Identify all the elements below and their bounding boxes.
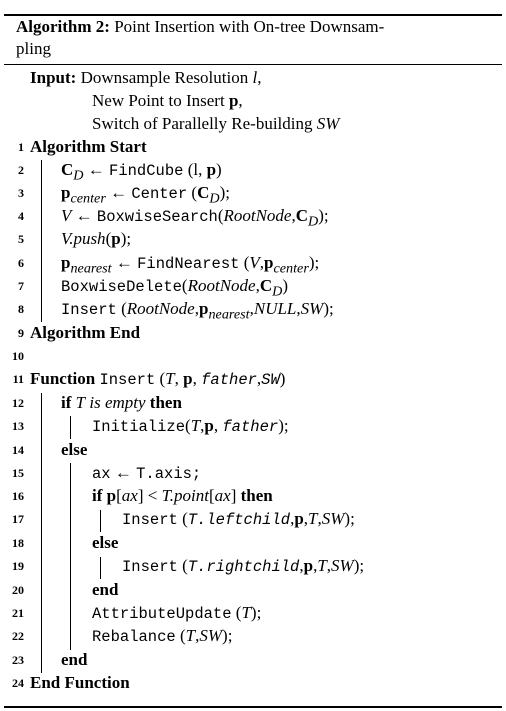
indent-bar — [100, 510, 101, 532]
indent-bar — [100, 557, 101, 579]
code-line-2: CD ← FindCube (l, p) — [61, 160, 222, 184]
line-number: 22 — [12, 629, 24, 643]
algorithm-start: Algorithm Start — [30, 137, 147, 156]
code-line-21: AttributeUpdate (T); — [92, 603, 262, 623]
line-number: 3 — [18, 186, 24, 200]
caption-title: Point Insertion with On-tree Downsam- — [114, 17, 385, 36]
line-number: 23 — [12, 653, 24, 667]
line-number: 1 — [18, 140, 24, 154]
inner-end-keyword: end — [92, 580, 119, 599]
code-line-12: if T is empty then — [61, 393, 182, 412]
line-number: 12 — [12, 396, 24, 410]
input-line-1: Input: Downsample Resolution l, — [30, 68, 262, 87]
line-number: 6 — [18, 256, 24, 270]
caption-title-cont: pling — [16, 39, 51, 58]
function-header: Function Insert (T, p, father,SW) — [30, 369, 286, 389]
line-number: 20 — [12, 583, 24, 597]
code-line-15: ax ← T.axis; — [92, 463, 202, 483]
code-line-7: BoxwiseDelete(RootNode,CD) — [61, 276, 289, 300]
line-number: 19 — [12, 559, 24, 573]
indent-bar — [41, 393, 42, 673]
top-rule — [4, 14, 502, 16]
algorithm-block: Algorithm 2: Point Insertion with On-tre… — [4, 0, 502, 711]
input-line-2: New Point to Insert p, — [92, 91, 243, 110]
code-line-3: pcenter ← Center (CD); — [61, 183, 230, 207]
line-number: 21 — [12, 606, 24, 620]
caption-label: Algorithm 2: — [16, 17, 110, 36]
line-number: 14 — [12, 443, 24, 457]
line-number: 17 — [12, 512, 24, 526]
line-number: 8 — [18, 302, 24, 316]
end-keyword: end — [61, 650, 88, 669]
code-line-8: Insert (RootNode,pnearest,NULL,SW); — [61, 299, 334, 323]
line-number: 15 — [12, 466, 24, 480]
indent-bar — [70, 416, 71, 439]
code-line-6: pnearest ← FindNearest (V,pcenter); — [61, 253, 320, 277]
code-line-13: Initialize(T,p, father); — [92, 416, 289, 436]
input-label: Input: — [30, 68, 77, 87]
line-number: 18 — [12, 536, 24, 550]
line-number: 10 — [12, 349, 24, 363]
line-number: 16 — [12, 489, 24, 503]
code-line-16: if p[ax] < T.point[ax] then — [92, 486, 273, 505]
line-number: 11 — [12, 372, 24, 386]
line-number: 4 — [18, 209, 24, 223]
else-keyword: else — [61, 440, 88, 459]
algorithm-caption: Algorithm 2: Point Insertion with On-tre… — [16, 17, 384, 37]
algorithm-caption-cont: pling — [16, 39, 51, 59]
line-number: 7 — [18, 279, 24, 293]
line-number: 5 — [18, 232, 24, 246]
code-line-4: V ← BoxwiseSearch(RootNode,CD); — [61, 206, 329, 230]
line-number: 13 — [12, 419, 24, 433]
inner-else-keyword: else — [92, 533, 119, 552]
code-line-22: Rebalance (T,SW); — [92, 626, 233, 646]
bottom-rule — [4, 706, 502, 708]
indent-bar — [41, 160, 42, 322]
code-line-19: Insert (T.rightchild,p,T,SW); — [122, 556, 365, 576]
line-number: 24 — [12, 676, 24, 690]
algorithm-end: Algorithm End — [30, 323, 141, 342]
line-number: 9 — [18, 326, 24, 340]
caption-rule — [4, 64, 502, 65]
end-function: End Function — [30, 673, 130, 692]
code-line-5: V.push(p); — [61, 229, 132, 248]
indent-bar — [70, 463, 71, 650]
code-line-17: Insert (T.leftchild,p,T,SW); — [122, 509, 355, 529]
input-line-3: Switch of Parallelly Re-building SW — [92, 114, 340, 133]
line-number: 2 — [18, 163, 24, 177]
